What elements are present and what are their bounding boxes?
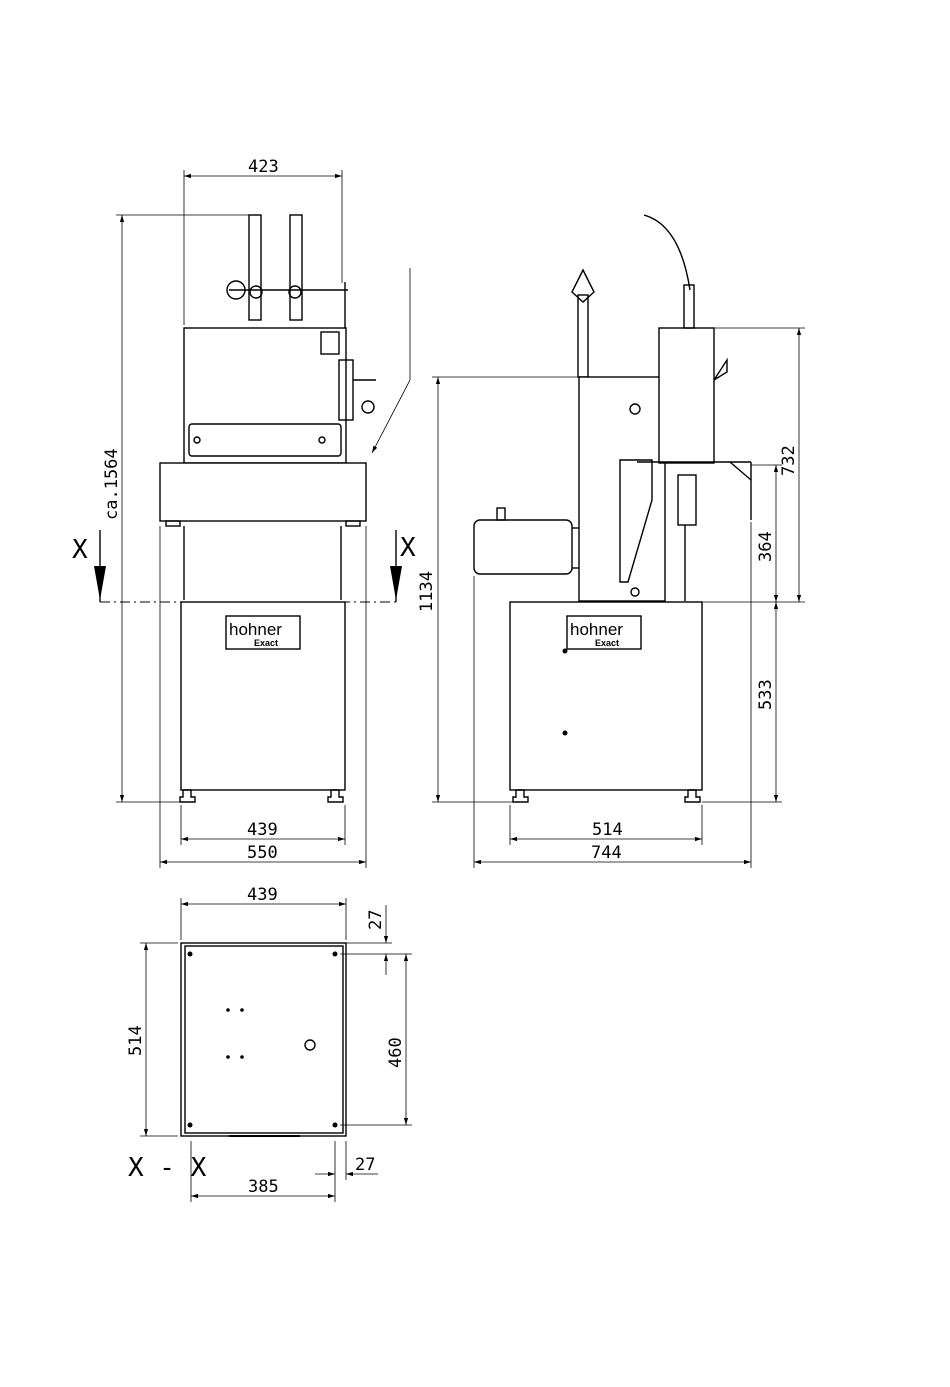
side-head-housing <box>659 328 714 463</box>
plan-mount-hole <box>188 952 193 957</box>
dim-side-height: 1134 <box>417 571 437 612</box>
front-clamp-column <box>249 215 261 320</box>
dim-side-upper-height: 732 <box>779 445 799 476</box>
dim-plan-offset-top: 27 <box>366 910 386 930</box>
dim-front-width-top: 423 <box>248 157 279 177</box>
dim-side-base-height: 533 <box>756 679 776 710</box>
dim-front-base-width: 439 <box>247 820 278 840</box>
dim-plan-offset-bottom: 27 <box>355 1155 375 1175</box>
plan-dot <box>240 1055 244 1059</box>
side-valve <box>684 285 694 328</box>
side-cabinet-screw <box>563 649 568 654</box>
dim-side-mid-height: 364 <box>756 531 776 562</box>
section-arrow-left-head <box>94 566 106 600</box>
side-motor <box>474 520 572 574</box>
side-saw-spindle <box>678 475 696 525</box>
plan-view: 439 514 460 27 385 27 X - X <box>126 885 412 1202</box>
side-table-bracket <box>730 462 751 480</box>
side-view: hohner Exact 1134 732 364 533 514 744 <box>417 215 805 868</box>
dim-plan-width: 439 <box>247 885 278 905</box>
front-leveling-foot <box>180 790 195 802</box>
front-knob <box>362 401 374 413</box>
front-clamp-cylinder <box>250 286 262 298</box>
dim-plan-hole-depth: 460 <box>386 1037 406 1068</box>
side-logo-brand: hohner <box>570 620 623 639</box>
leader-arrow <box>372 380 410 453</box>
side-head-lever <box>714 360 727 380</box>
plan-dot <box>226 1055 230 1059</box>
dim-plan-hole-width: 385 <box>248 1177 279 1197</box>
plan-dot <box>226 1008 230 1012</box>
section-arrow-right-head <box>390 566 402 600</box>
front-clamp-column <box>290 215 302 320</box>
dim-side-overall-width: 744 <box>591 843 622 863</box>
plan-mount-hole <box>333 952 338 957</box>
plan-mount-hole <box>188 1123 193 1128</box>
front-clamp-cylinder <box>289 286 301 298</box>
front-logo-brand: hohner <box>229 620 282 639</box>
section-plan-label: X - X <box>128 1153 207 1183</box>
side-motor-terminal <box>497 508 505 520</box>
front-leveling-foot <box>328 790 343 802</box>
plan-dot <box>240 1008 244 1012</box>
front-view: hohner Exact X X 423 ca.1564 439 550 <box>72 157 416 868</box>
section-marker-left: X <box>72 535 88 565</box>
side-clamp-post <box>578 295 588 377</box>
dim-front-overall-width: 550 <box>247 843 278 863</box>
dim-front-height: ca.1564 <box>102 448 122 520</box>
front-table-foot <box>346 521 360 526</box>
side-logo-model: Exact <box>595 638 619 648</box>
dim-side-base-width: 514 <box>592 820 623 840</box>
front-logo-model: Exact <box>254 638 278 648</box>
side-cabinet-screw <box>563 731 568 736</box>
front-table <box>160 463 366 521</box>
front-table-foot <box>166 521 180 526</box>
side-air-hose <box>644 215 690 290</box>
plan-mount-hole <box>333 1123 338 1128</box>
dim-plan-depth: 514 <box>126 1025 146 1056</box>
section-marker-right: X <box>400 533 416 563</box>
side-star-knob <box>572 270 594 302</box>
side-leveling-foot <box>513 790 528 802</box>
side-leveling-foot <box>685 790 700 802</box>
plan-base-outline <box>181 943 346 1136</box>
